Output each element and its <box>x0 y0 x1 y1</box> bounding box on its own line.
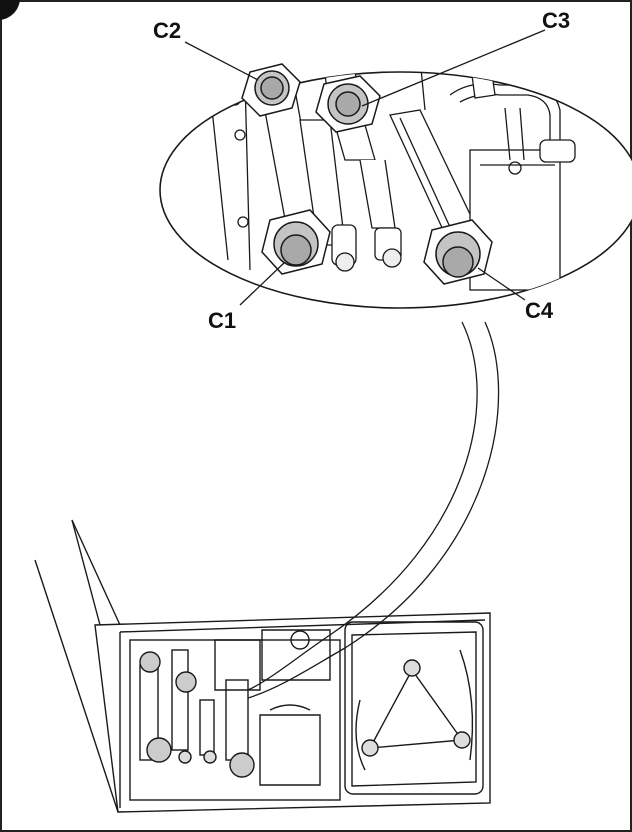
fitting-c4 <box>423 219 493 285</box>
leader-c3 <box>361 29 546 107</box>
callout-c3: C3 <box>542 8 570 33</box>
callout-c2: C2 <box>153 18 181 43</box>
step-marker-icon <box>0 0 20 20</box>
callout-c4: C4 <box>525 298 554 323</box>
leader-c4 <box>477 267 526 301</box>
fitting-c1 <box>261 209 331 275</box>
callout-c1: C1 <box>208 308 236 333</box>
leader-lines <box>184 29 546 306</box>
fitting-c3 <box>315 75 381 133</box>
boiler-unit <box>34 519 491 813</box>
leader-c2 <box>184 41 259 81</box>
zoom-detail <box>159 63 632 309</box>
leader-c1 <box>239 261 286 306</box>
fitting-c2 <box>241 63 301 117</box>
zoom-connector <box>247 321 500 699</box>
